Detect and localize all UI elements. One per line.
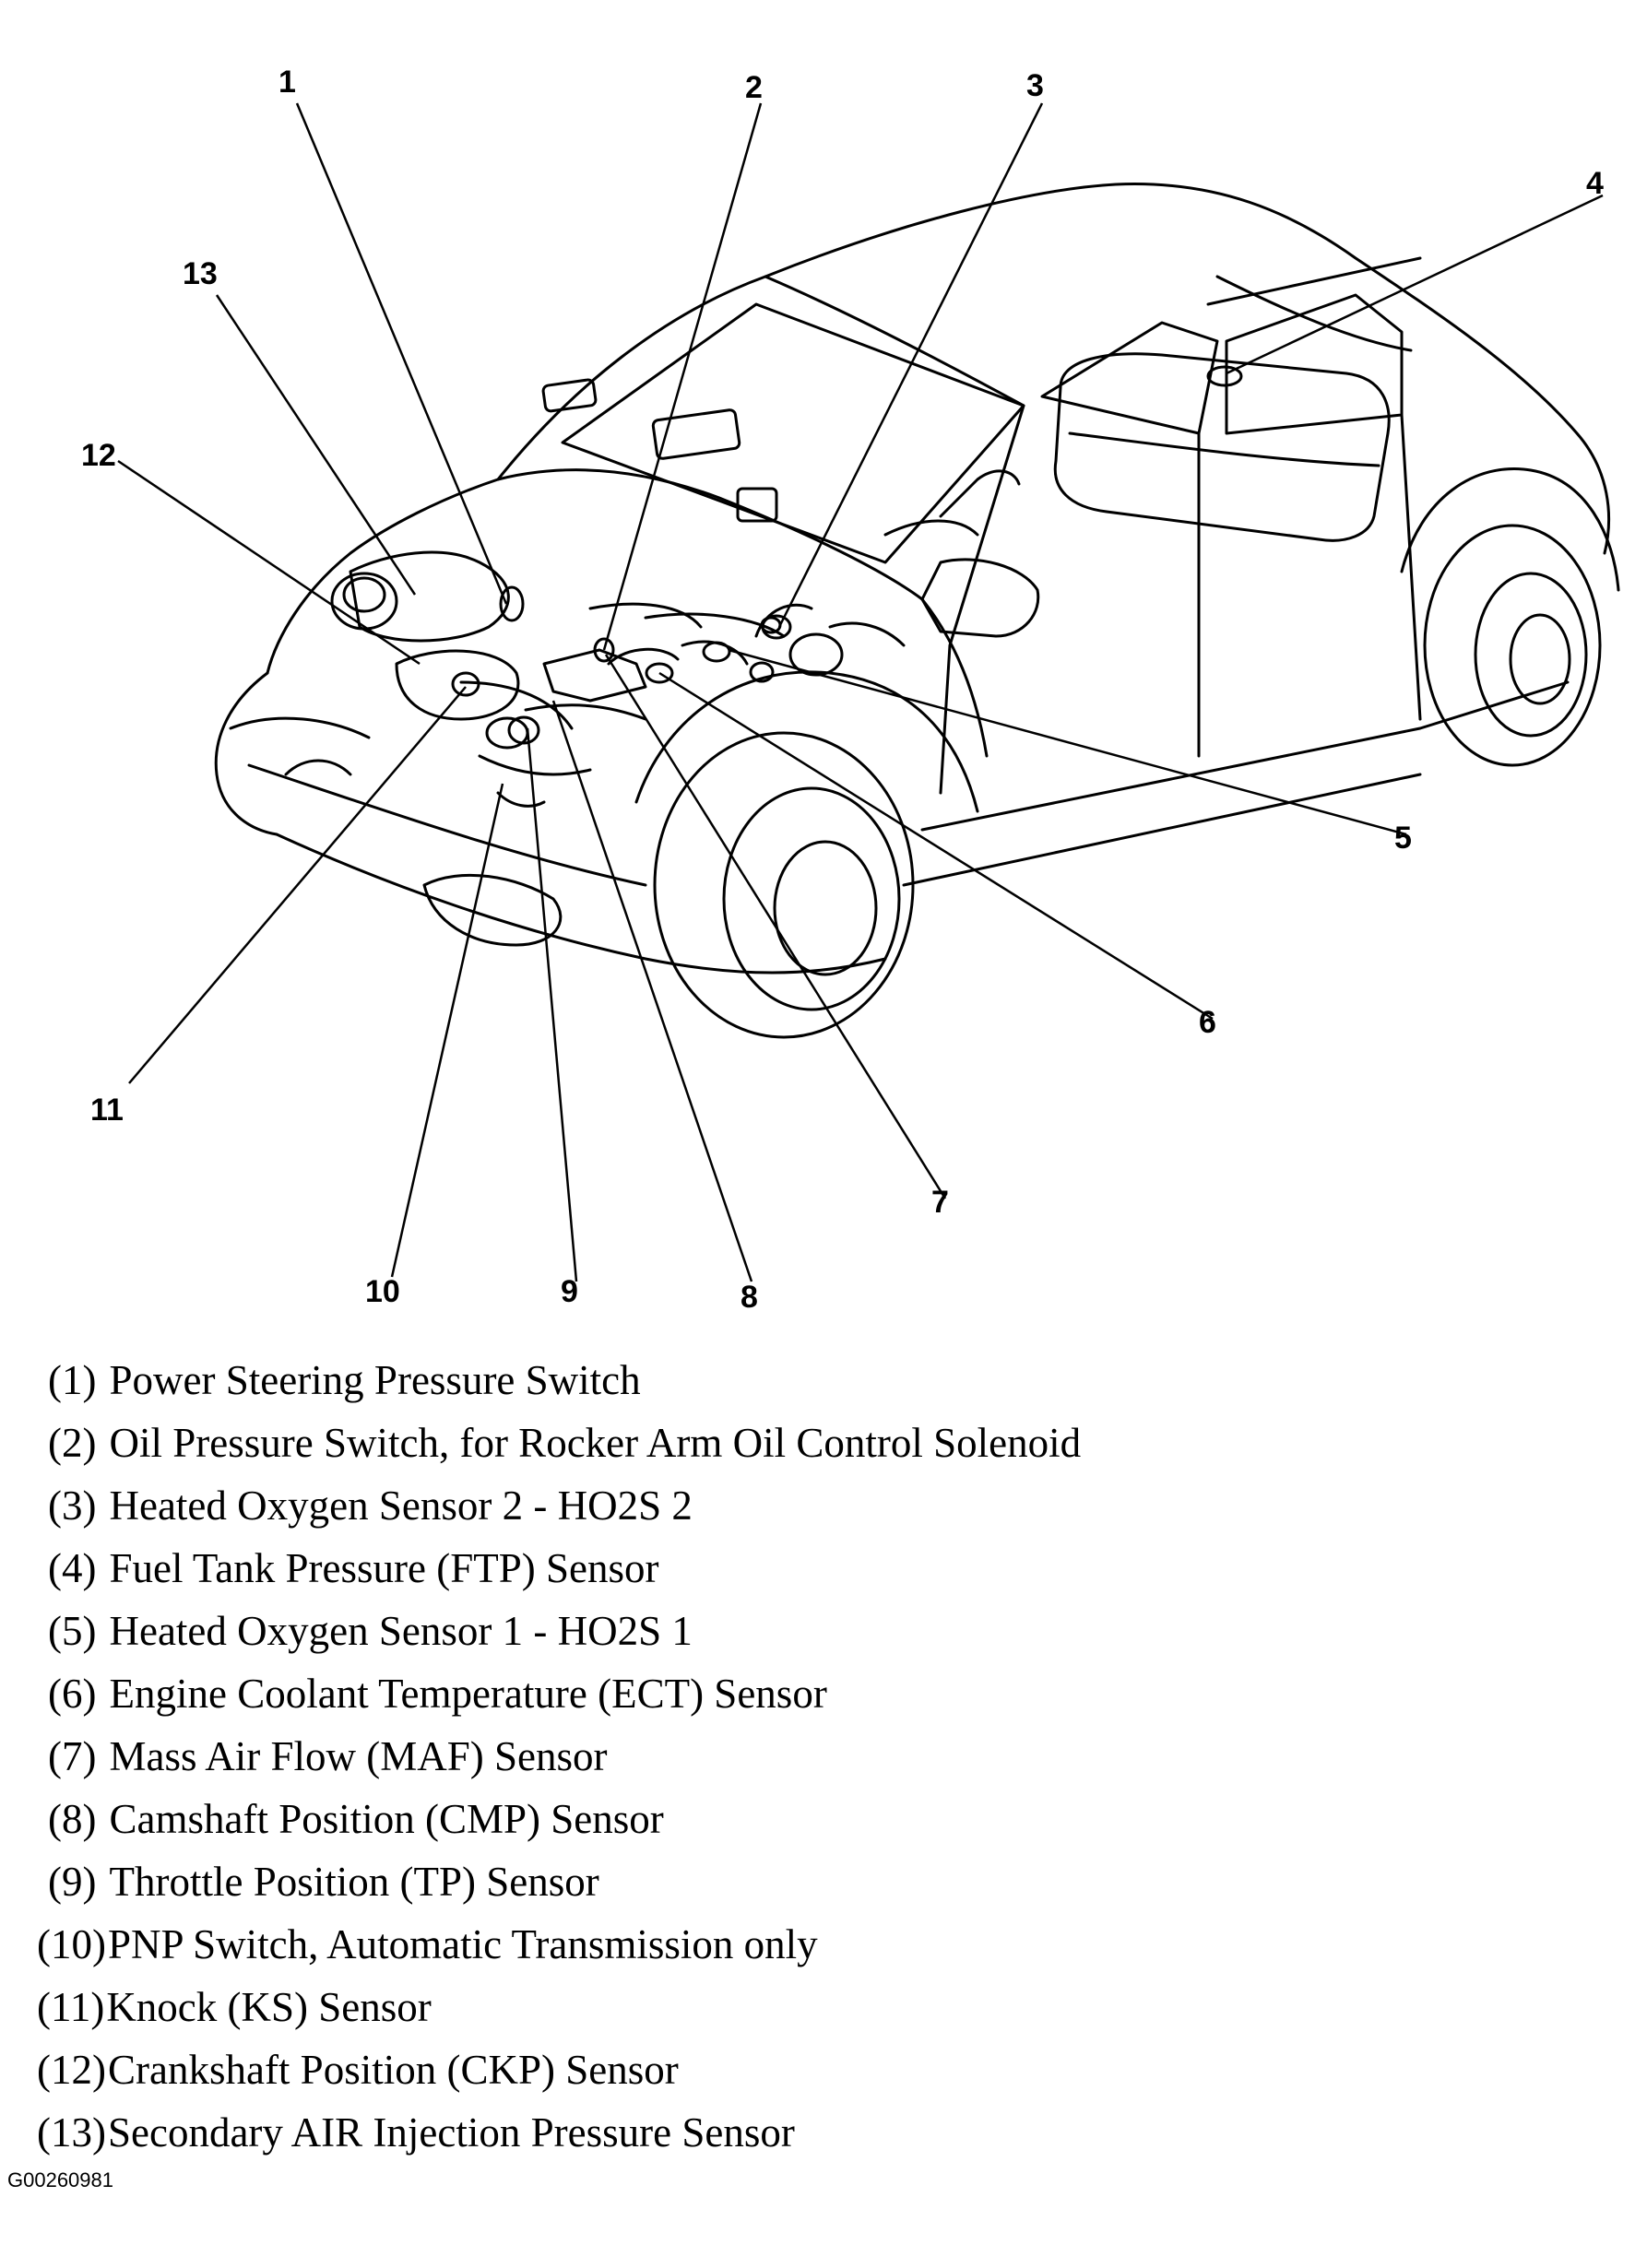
leader-line-5 <box>728 648 1407 836</box>
leader-line-7 <box>604 654 947 1199</box>
callout-1: 1 <box>278 65 296 100</box>
legend-number: (6) <box>48 1671 97 1717</box>
callout-labels: 1 2 3 4 5 6 7 8 9 10 11 12 13 <box>81 65 1604 1315</box>
legend-text: Heated Oxygen Sensor 1 - HO2S 1 <box>109 1608 693 1654</box>
leader-line-6 <box>658 671 1214 1021</box>
callout-12: 12 <box>81 438 116 473</box>
legend-text: Throttle Position (TP) Sensor <box>109 1859 599 1905</box>
callout-2: 2 <box>745 70 763 105</box>
legend-text: PNP Switch, Automatic Transmission only <box>107 1921 818 1967</box>
legend-number: (12) <box>37 2047 106 2093</box>
legend-number: (11) <box>37 1984 105 2030</box>
legend-item: (2) Oil Pressure Switch, for Rocker Arm O… <box>48 1423 1081 1464</box>
legend-number: (7) <box>48 1733 97 1779</box>
callout-13: 13 <box>183 256 218 291</box>
legend-number: (10) <box>37 1921 106 1967</box>
callout-9: 9 <box>561 1274 578 1309</box>
legend-item: (11)Knock (KS) Sensor <box>37 1987 432 2028</box>
legend-item: (6) Engine Coolant Temperature (ECT) Sens… <box>48 1673 827 1715</box>
legend-item: (4) Fuel Tank Pressure (FTP) Sensor <box>48 1548 658 1589</box>
component-legend: (1) Power Steering Pressure Switch (2) Oil… <box>0 1341 1647 2171</box>
legend-text: Power Steering Pressure Switch <box>109 1357 641 1403</box>
callout-11: 11 <box>90 1093 124 1128</box>
leader-line-2 <box>602 102 763 651</box>
callout-8: 8 <box>741 1280 758 1315</box>
legend-item: (13)Secondary AIR Injection Pressure Sen… <box>37 2112 795 2154</box>
vehicle-illustration <box>214 183 1620 1039</box>
legend-text: Fuel Tank Pressure (FTP) Sensor <box>109 1545 659 1591</box>
callout-6: 6 <box>1199 1005 1216 1040</box>
callout-10: 10 <box>365 1274 400 1309</box>
callout-3: 3 <box>1026 68 1044 103</box>
legend-number: (5) <box>48 1608 97 1654</box>
leader-line-13 <box>215 294 417 596</box>
legend-number: (3) <box>48 1482 97 1529</box>
legend-text: Engine Coolant Temperature (ECT) Sensor <box>109 1671 827 1717</box>
leader-line-9 <box>526 727 578 1282</box>
leader-line-3 <box>777 102 1044 628</box>
callout-5: 5 <box>1394 821 1412 856</box>
legend-text: Camshaft Position (CMP) Sensor <box>109 1796 664 1842</box>
legend-item: (9) Throttle Position (TP) Sensor <box>48 1861 599 1903</box>
legend-item: (7) Mass Air Flow (MAF) Sensor <box>48 1736 608 1778</box>
leader-line-10 <box>390 783 504 1278</box>
callout-7: 7 <box>931 1185 949 1220</box>
legend-text: Oil Pressure Switch, for Rocker Arm Oil … <box>109 1420 1082 1466</box>
leader-line-8 <box>551 700 753 1282</box>
legend-text: Crankshaft Position (CKP) Sensor <box>107 2047 679 2093</box>
legend-text: Knock (KS) Sensor <box>106 1984 432 2030</box>
legend-text: Heated Oxygen Sensor 2 - HO2S 2 <box>109 1482 693 1529</box>
legend-item: (1) Power Steering Pressure Switch <box>48 1360 641 1401</box>
leader-line-1 <box>295 102 508 605</box>
legend-number: (9) <box>48 1859 97 1905</box>
legend-item: (3) Heated Oxygen Sensor 2 - HO2S 2 <box>48 1485 693 1527</box>
legend-item: (8) Camshaft Position (CMP) Sensor <box>48 1799 664 1840</box>
leader-line-12 <box>117 459 421 666</box>
legend-number: (1) <box>48 1357 97 1403</box>
callout-4: 4 <box>1586 166 1604 201</box>
vehicle-sensor-location-diagram: 1 2 3 4 5 6 7 8 9 10 11 12 13 <box>81 65 1620 1315</box>
legend-item: (12)Crankshaft Position (CKP) Sensor <box>37 2049 679 2091</box>
leader-line-11 <box>128 686 467 1084</box>
figure-id: G00260981 <box>7 2168 113 2191</box>
legend-item: (5) Heated Oxygen Sensor 1 - HO2S 1 <box>48 1611 693 1652</box>
legend-number: (8) <box>48 1796 97 1842</box>
legend-number: (2) <box>48 1420 97 1466</box>
legend-item: (10)PNP Switch, Automatic Transmission o… <box>37 1924 818 1966</box>
leader-line-4 <box>1226 194 1604 375</box>
legend-number: (13) <box>37 2109 106 2156</box>
legend-number: (4) <box>48 1545 97 1591</box>
legend-text: Secondary AIR Injection Pressure Sensor <box>107 2109 795 2156</box>
legend-text: Mass Air Flow (MAF) Sensor <box>109 1733 608 1779</box>
leader-lines <box>117 102 1604 1282</box>
